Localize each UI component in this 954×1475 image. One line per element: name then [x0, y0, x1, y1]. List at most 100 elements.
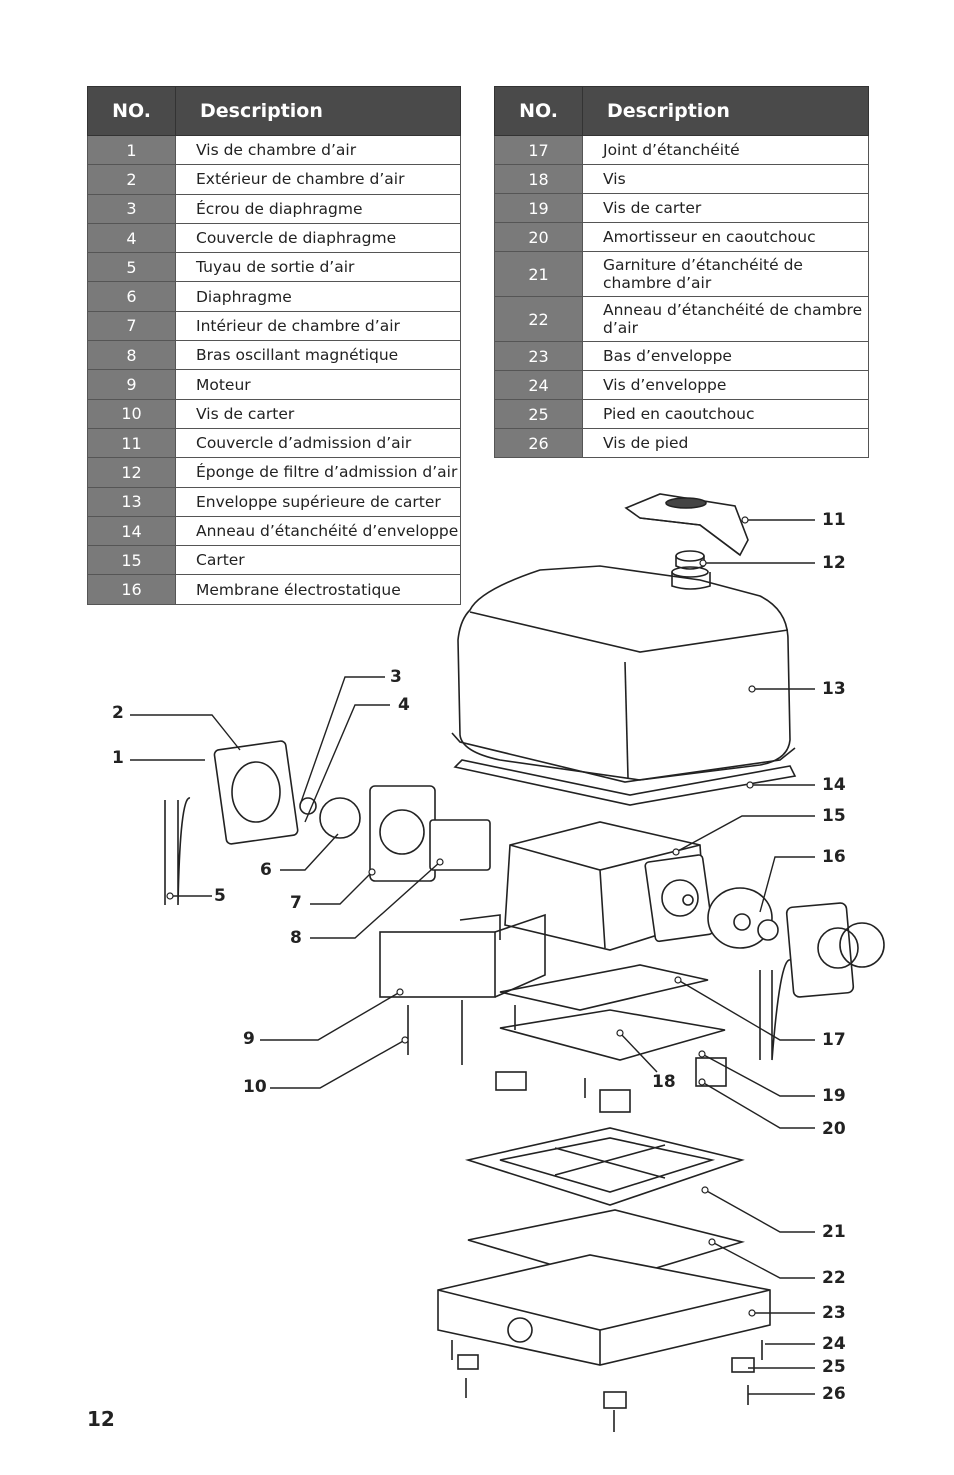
lower-housing: [437, 1254, 771, 1366]
part-description-cell: Pied en caoutchouc: [582, 399, 869, 429]
part-number-cell: 3: [87, 193, 176, 224]
part-number-cell: 7: [87, 310, 176, 342]
leader-dots: [166, 516, 756, 1317]
callout-16: 16: [822, 847, 846, 867]
callout-22: 22: [822, 1268, 846, 1288]
callout-15: 15: [822, 806, 846, 826]
part-number-cell: 21: [494, 251, 583, 297]
column-header-no: NO.: [494, 86, 583, 136]
chamber-gasket: [464, 1127, 745, 1206]
part-number-cell: 10: [87, 398, 176, 429]
callout-17: 17: [822, 1030, 846, 1050]
callout-20: 20: [822, 1119, 846, 1139]
callout-5: 5: [214, 886, 226, 906]
leader-lines: [130, 519, 815, 1395]
part-description-cell: Garniture d’étanchéité de chambre d’air: [582, 251, 869, 297]
callout-19: 19: [822, 1086, 846, 1106]
part-number-cell: 4: [87, 222, 176, 254]
housing-seal-ring: [453, 759, 797, 806]
upper-housing: [451, 565, 796, 783]
feet-and-screws: [407, 1000, 763, 1432]
callout-1: 1: [112, 748, 124, 768]
column-header-no: NO.: [87, 86, 176, 136]
callout-24: 24: [822, 1334, 846, 1354]
part-description-cell: Vis de carter: [582, 193, 869, 223]
callout-2: 2: [112, 703, 124, 723]
callout-21: 21: [822, 1222, 846, 1242]
part-number-cell: 9: [87, 369, 176, 400]
table-header-row: NO. Description: [494, 86, 869, 136]
part-number-cell: 26: [494, 428, 583, 458]
part-description-cell: Joint d’étanchéité: [582, 135, 869, 165]
column-header-description: Description: [175, 86, 461, 136]
part-number-cell: 2: [87, 164, 176, 195]
part-number-cell: 15: [87, 545, 176, 576]
part-description-cell: Intérieur de chambre d’air: [175, 310, 461, 342]
callout-11: 11: [822, 510, 846, 530]
part-description-cell: Diaphragme: [175, 281, 461, 312]
part-description-cell: Tuyau de sortie d’air: [175, 252, 461, 283]
part-description-cell: Vis de pied: [582, 428, 869, 458]
part-description-cell: Vis de carter: [175, 398, 461, 429]
callout-14: 14: [822, 775, 846, 795]
callout-10: 10: [243, 1077, 267, 1097]
part-number-cell: 24: [494, 370, 583, 400]
mounting-plate: [499, 1009, 726, 1061]
part-description-cell: Éponge de filtre d’admission d’air: [175, 457, 461, 488]
part-number-cell: 22: [494, 296, 583, 342]
part-description-cell: Bras oscillant magnétique: [175, 340, 461, 371]
callout-3: 3: [390, 667, 402, 687]
callout-23: 23: [822, 1303, 846, 1323]
air-intake-cover: [624, 493, 749, 557]
part-description-cell: Anneau d’étanchéité de chambre d’air: [582, 296, 869, 342]
part-number-cell: 12: [87, 457, 176, 488]
part-description-cell: Moteur: [175, 369, 461, 400]
callout-4: 4: [398, 695, 410, 715]
callout-9: 9: [243, 1029, 255, 1049]
casing: [504, 821, 885, 1061]
part-description-cell: Couvercle d’admission d’air: [175, 427, 461, 459]
motor: [379, 913, 546, 998]
part-description-cell: Couvercle de diaphragme: [175, 222, 461, 254]
part-number-cell: 11: [87, 427, 176, 459]
callout-7: 7: [290, 893, 302, 913]
callout-12: 12: [822, 553, 846, 573]
part-number-cell: 5: [87, 252, 176, 283]
part-number-cell: 8: [87, 340, 176, 371]
part-number-cell: 18: [494, 164, 583, 194]
callout-25: 25: [822, 1357, 846, 1377]
page-number: 12: [87, 1407, 115, 1431]
part-number-cell: 19: [494, 193, 583, 223]
sealing-joint: [499, 964, 709, 1011]
callout-13: 13: [822, 679, 846, 699]
part-description-cell: Anneau d’étanchéité d’enveloppe: [175, 515, 461, 547]
callout-18: 18: [652, 1072, 676, 1092]
callout-8: 8: [290, 928, 302, 948]
table-header-row: NO. Description: [87, 86, 461, 136]
part-description-cell: Membrane électrostatique: [175, 574, 461, 605]
air-chamber-left: [164, 740, 491, 906]
part-description-cell: Écrou de diaphragme: [175, 193, 461, 224]
callout-6: 6: [260, 860, 272, 880]
part-number-cell: 6: [87, 281, 176, 312]
part-number-cell: 17: [494, 135, 583, 165]
